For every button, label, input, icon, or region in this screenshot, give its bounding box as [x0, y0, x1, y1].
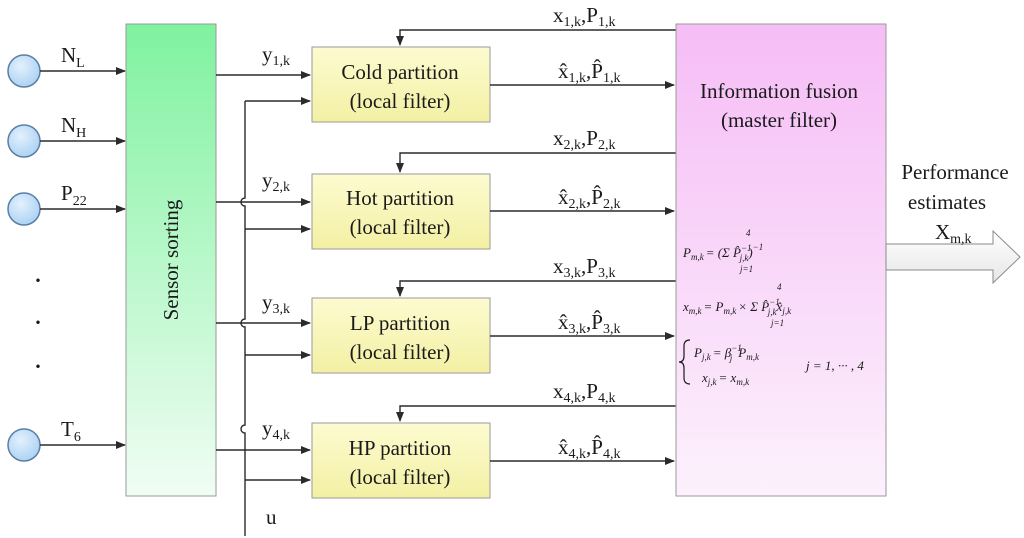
output-label-line2: estimates — [908, 190, 986, 214]
control-input-bus: u — [240, 101, 277, 536]
cold-partition-box: Cold partition (local filter) — [311, 46, 491, 123]
sum-lower-limit: j=1 — [739, 264, 753, 274]
sum-upper-limit: 4 — [777, 282, 782, 292]
feedback-label: x1,k,P1,k — [553, 3, 615, 30]
partition-title: Hot partition — [346, 186, 454, 210]
sensor-input-nh: NH — [7, 113, 126, 158]
feedback-label: x3,k,P3,k — [553, 254, 615, 281]
input-label: P22 — [61, 181, 87, 209]
sensor-node-icon — [7, 54, 41, 88]
feedback-label: x2,k,P2,k — [553, 126, 615, 153]
fusion-equation-reset: xj,k= xm,k — [701, 370, 750, 387]
partition-title: HP partition — [349, 436, 452, 460]
partition-title: Cold partition — [341, 60, 459, 84]
feedback-arrow — [396, 405, 676, 422]
sum-lower-limit: j=1 — [770, 318, 784, 328]
lp-partition-box: LP partition (local filter) — [311, 297, 491, 374]
measurement-label: y2,k — [262, 168, 290, 195]
sensor-node-icon — [7, 428, 41, 462]
index-range: j = 1, ··· , 4 — [804, 358, 864, 373]
estimate-label: x̂1,k,P̂1,k — [558, 59, 620, 86]
sensor-node-icon — [7, 124, 41, 158]
sensor-input-p22: P22 — [7, 181, 126, 226]
ellipsis-dot: · — [33, 264, 43, 297]
fusion-subtitle: (master filter) — [721, 108, 837, 132]
input-label: NL — [61, 43, 85, 71]
sensor-sorting-block: Sensor sorting — [125, 23, 217, 497]
partition-subtitle: (local filter) — [350, 215, 451, 239]
measurement-label: y3,k — [262, 290, 290, 317]
partition-subtitle: (local filter) — [350, 89, 451, 113]
sensor-node-icon — [7, 192, 41, 226]
feedback-label: x4,k,P4,k — [553, 379, 615, 406]
sensor-sorting-label: Sensor sorting — [159, 199, 183, 320]
input-label: NH — [61, 113, 86, 141]
sensor-input-t6: T6 — [7, 417, 126, 462]
input-label: T6 — [61, 417, 81, 445]
ellipsis-dot: · — [33, 350, 43, 383]
output-symbol: Xm,k — [935, 220, 972, 247]
control-input-label: u — [266, 505, 277, 529]
output-label-line1: Performance — [901, 160, 1008, 184]
information-fusion-block: Information fusion (master filter) Pm,k=… — [675, 23, 887, 497]
partition-subtitle: (local filter) — [350, 465, 451, 489]
measurement-label: y1,k — [262, 42, 290, 69]
equation-brace — [678, 339, 691, 385]
ellipsis-dot: · — [33, 306, 43, 339]
partition-title: LP partition — [350, 311, 451, 335]
estimate-label: x̂2,k,P̂2,k — [558, 185, 620, 212]
sum-upper-limit: 4 — [746, 228, 751, 238]
partition-subtitle: (local filter) — [350, 340, 451, 364]
hot-partition-box: Hot partition (local filter) — [311, 173, 491, 250]
measurement-label: y4,k — [262, 416, 290, 443]
output-arrow — [885, 229, 1021, 285]
estimate-label: x̂4,k,P̂4,k — [558, 435, 620, 462]
feedback-arrow — [396, 152, 676, 173]
hp-partition-box: HP partition (local filter) — [311, 422, 491, 499]
feedback-arrow — [396, 29, 676, 46]
sensor-input-nl: NL — [7, 43, 126, 88]
estimate-label: x̂3,k,P̂3,k — [558, 310, 620, 337]
feedback-arrow — [396, 280, 676, 297]
fusion-title: Information fusion — [700, 79, 859, 103]
